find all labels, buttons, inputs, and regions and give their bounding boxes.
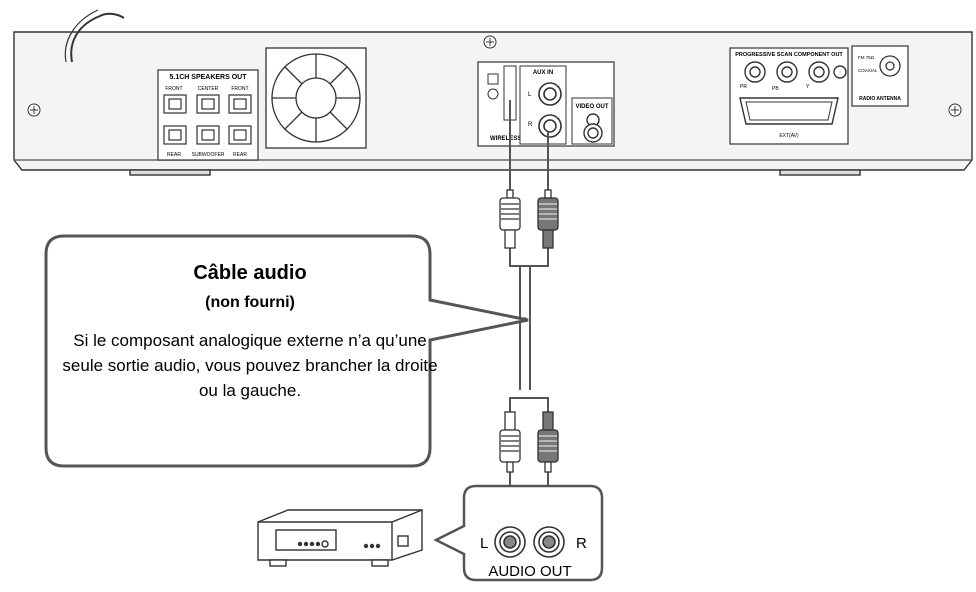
audio-out-r-label: R — [576, 535, 587, 552]
aux-video-block: WIRELESS AUX IN L R VIDEO OUT — [477, 61, 615, 147]
ext-av-label: EXT(AV) — [779, 133, 799, 139]
speakers-out-block: 5.1CH SPEAKERS OUT FRONT CENTER FRONT RE… — [157, 69, 259, 161]
front-right-label: FRONT — [231, 86, 248, 92]
wireless-label: WIRELESS — [490, 136, 521, 142]
audio-out-label: AUDIO OUT — [488, 563, 571, 580]
callout-subtitle: (non fourni) — [205, 294, 295, 311]
aux-r-label: R — [528, 122, 533, 128]
callout-bubble — [44, 234, 529, 468]
rear-left-label: REAR — [167, 152, 181, 158]
speakers-out-label: 5.1CH SPEAKERS OUT — [169, 74, 247, 81]
audio-out-panel: L R AUDIO OUT — [433, 484, 604, 582]
subwoofer-label: SUBWOOFER — [192, 152, 225, 158]
rear-right-label: REAR — [233, 152, 247, 158]
center-label: CENTER — [198, 86, 219, 92]
radio-antenna-label: RADIO ANTENNA — [859, 96, 901, 102]
rca-plug-upper-left — [499, 189, 521, 249]
pb-label: PB — [772, 86, 779, 92]
radio-antenna-block: FM 75Ω COAXIAL RADIO ANTENNA — [851, 45, 909, 107]
component-out-label: PROGRESSIVE SCAN COMPONENT OUT — [735, 52, 843, 58]
rca-plug-upper-right — [537, 189, 559, 249]
fm-label: FM 75Ω — [858, 55, 875, 60]
video-out-label: VIDEO OUT — [575, 104, 608, 110]
callout-body: Si le composant analogique externe n’a q… — [62, 331, 438, 400]
y-label: Y — [806, 84, 810, 90]
callout-title: Câble audio — [193, 262, 307, 284]
coaxial-label: COAXIAL — [858, 68, 878, 73]
rca-plug-lower-right — [537, 411, 559, 473]
aux-l-label: L — [528, 92, 532, 98]
component-scart-block: PROGRESSIVE SCAN COMPONENT OUT PR PB Y E… — [729, 47, 849, 145]
rca-plug-lower-left — [499, 411, 521, 473]
external-component-device — [257, 509, 423, 567]
front-left-label: FRONT — [165, 86, 182, 92]
power-cord — [70, 12, 125, 63]
aux-in-label: AUX IN — [533, 70, 553, 76]
pr-label: PR — [740, 84, 747, 90]
audio-out-l-label: L — [480, 535, 488, 552]
fan-grille — [265, 47, 367, 149]
